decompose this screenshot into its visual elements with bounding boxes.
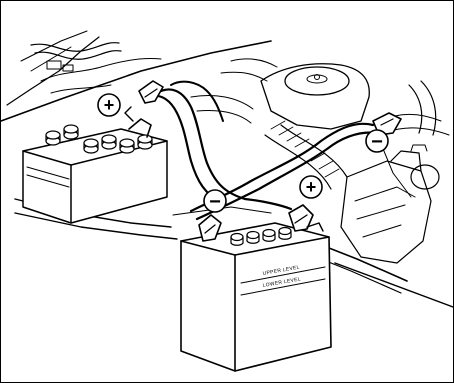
svg-text:+: + xyxy=(306,177,317,197)
negative-symbol-booster: − xyxy=(204,190,226,213)
frame-rail xyxy=(335,263,453,307)
negative-symbol-ground: − xyxy=(366,130,388,153)
svg-text:−: − xyxy=(209,191,221,213)
svg-text:+: + xyxy=(104,95,115,115)
vehicle-battery xyxy=(23,107,167,223)
positive-symbol-booster: + xyxy=(300,176,322,198)
booster-battery: UPPER LEVEL LOWER LEVEL xyxy=(181,205,331,371)
svg-text:−: − xyxy=(371,131,383,153)
positive-symbol-vehicle: + xyxy=(98,94,120,116)
